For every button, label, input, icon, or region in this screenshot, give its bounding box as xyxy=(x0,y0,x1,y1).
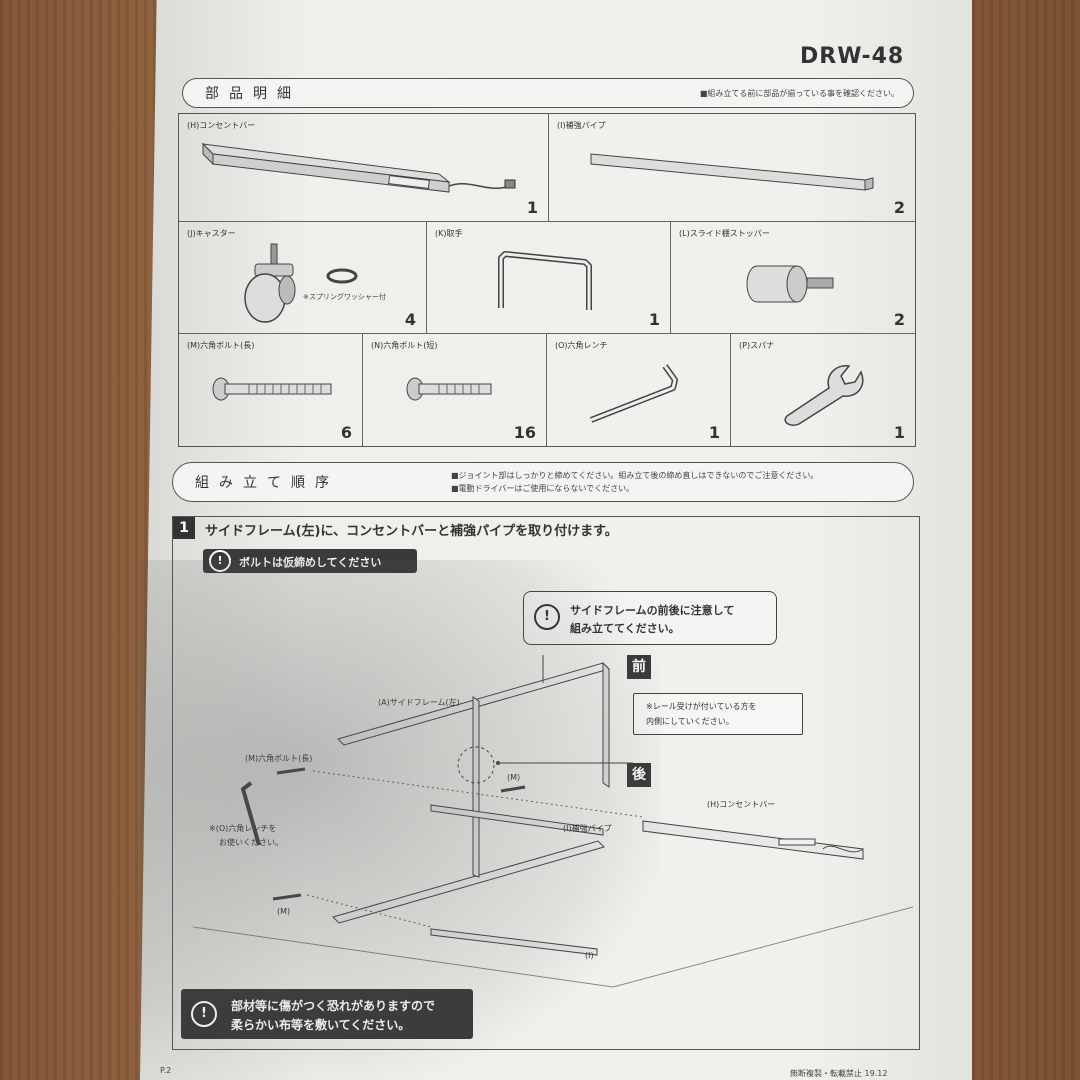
outlet-bar-label: (H)コンセントバー xyxy=(707,800,776,809)
m-bolt-label-2: (M) xyxy=(277,907,291,916)
parts-list-title: 部品明細 xyxy=(205,86,301,102)
part-label: (P)スパナ xyxy=(739,341,775,350)
rail-note-box: ※レール受けが付いている方を 内側にしていください。 xyxy=(633,693,803,735)
part-quantity: 6 xyxy=(340,423,352,442)
caster-note: ※スプリングワッシャー付 xyxy=(303,293,386,301)
assembly-order-header: 組み立て順序 ■ジョイント部はしっかりと締めてください。組み立て後の締め直しはで… xyxy=(172,462,914,502)
part-cell-caster: (J)キャスター ※スプリングワッシャー付 4 xyxy=(179,222,427,334)
side-frame-label: (A)サイドフレーム(左) xyxy=(378,698,460,707)
hex-wrench-illustration xyxy=(589,364,678,423)
part-label: (I)補強パイプ xyxy=(557,121,606,130)
caster-illustration xyxy=(244,243,296,323)
part-label: (J)キャスター xyxy=(187,229,236,238)
part-label: (K)取手 xyxy=(435,229,463,238)
part-cell-handle: (K)取手 1 xyxy=(427,222,671,334)
handle-illustration xyxy=(498,251,592,310)
model-number: DRW-48 xyxy=(800,44,905,69)
alert-icon: ! xyxy=(534,604,560,630)
assembly-order-title: 組み立て順序 xyxy=(195,475,339,491)
rail-note-line-1: ※レール受けが付いている方を xyxy=(646,702,757,711)
part-cell-hex-wrench: (O)六角レンチ 1 xyxy=(547,334,731,446)
part-quantity: 4 xyxy=(404,310,416,329)
outlet-bar-illustration xyxy=(201,142,516,193)
part-cell-outlet-bar: (H)コンセントバー 1 xyxy=(179,114,549,222)
part-cell-hex-bolt-short: (N)六角ボルト(短) 16 xyxy=(363,334,547,446)
spring-washer-illustration xyxy=(326,268,358,284)
stopper-illustration xyxy=(746,265,834,303)
front-tag: 前 xyxy=(627,655,651,679)
part-quantity: 1 xyxy=(526,198,538,217)
back-tag: 後 xyxy=(627,763,651,787)
part-label: (N)六角ボルト(短) xyxy=(371,341,438,350)
rail-note-line-2: 内側にしていください。 xyxy=(646,717,734,726)
part-cell-reinforcing-pipe: (I)補強パイプ 2 xyxy=(549,114,915,222)
part-quantity: 1 xyxy=(648,310,660,329)
part-label: (M)六角ボルト(長) xyxy=(187,341,255,350)
parts-list-note: ■組み立てる前に部品が揃っている事を確認ください。 xyxy=(699,89,899,98)
m-bolt-label-1: (M) xyxy=(507,773,521,782)
callout-line-1: サイドフレームの前後に注意して xyxy=(570,604,735,617)
part-quantity: 2 xyxy=(893,198,905,217)
callout-line-2: 組み立ててください。 xyxy=(570,622,680,635)
part-quantity: 16 xyxy=(513,423,536,442)
hex-bolt-short-illustration xyxy=(406,377,492,401)
part-cell-spanner: (P)スパナ 1 xyxy=(731,334,915,446)
parts-list-header: 部品明細 ■組み立てる前に部品が揃っている事を確認ください。 xyxy=(182,78,914,108)
part-label: (H)コンセントバー xyxy=(187,121,256,130)
assembly-note-2: ■電動ドライバーはご使用にならないでください。 xyxy=(451,484,635,493)
pipe-label-2: (I) xyxy=(585,951,594,960)
part-quantity: 1 xyxy=(708,423,720,442)
frame-orientation-callout: ! サイドフレームの前後に注意して 組み立ててください。 xyxy=(523,591,777,645)
pipe-label: (I)補強パイプ xyxy=(563,824,612,833)
page-number: P.2 xyxy=(160,1066,172,1075)
part-quantity: 2 xyxy=(893,310,905,329)
part-cell-hex-bolt-long: (M)六角ボルト(長) 6 xyxy=(179,334,363,446)
part-cell-slide-shelf-stopper: (L)スライド棚ストッパー 2 xyxy=(671,222,915,334)
pipe-illustration xyxy=(590,153,874,191)
bottom-warning-line-1: 部材等に傷がつく恐れがありますので xyxy=(231,999,436,1013)
spanner-illustration xyxy=(784,365,864,427)
part-quantity: 1 xyxy=(893,423,905,442)
assembly-note-1: ■ジョイント部はしっかりと締めてください。組み立て後の締め直しはできないのでご注… xyxy=(451,471,819,480)
wrench-note-line-1: ※(O)六角レンチを xyxy=(209,824,277,833)
bottom-warning-banner: ! 部材等に傷がつく恐れがありますので 柔らかい布等を敷いてください。 xyxy=(181,989,473,1039)
part-label: (O)六角レンチ xyxy=(555,341,608,350)
step-title: サイドフレーム(左)に、コンセントバーと補強パイプを取り付けます。 xyxy=(205,524,618,539)
assembly-diagram xyxy=(192,655,914,988)
step-1-panel: 1 サイドフレーム(左)に、コンセントバーと補強パイプを取り付けます。 ! ボル… xyxy=(172,516,920,1050)
wrench-note-line-2: お使いください。 xyxy=(219,838,283,847)
hex-bolt-long-illustration xyxy=(212,377,332,401)
alert-icon: ! xyxy=(191,1001,217,1027)
part-label: (L)スライド棚ストッパー xyxy=(679,229,770,238)
copyright-notice: 無断複製・転載禁止 19.12 xyxy=(790,1069,888,1078)
step-number: 1 xyxy=(173,517,195,539)
bolt-long-label: (M)六角ボルト(長) xyxy=(245,754,313,763)
bolt-warning-text: ボルトは仮締めしてください xyxy=(239,556,382,569)
bolt-warning-banner: ! ボルトは仮締めしてください xyxy=(203,549,417,573)
alert-icon: ! xyxy=(209,550,231,572)
parts-grid: (H)コンセントバー 1 (I)補強パイプ 2 (J)キャスター ※ xyxy=(178,113,916,447)
bottom-warning-line-2: 柔らかい布等を敷いてください。 xyxy=(231,1018,411,1032)
